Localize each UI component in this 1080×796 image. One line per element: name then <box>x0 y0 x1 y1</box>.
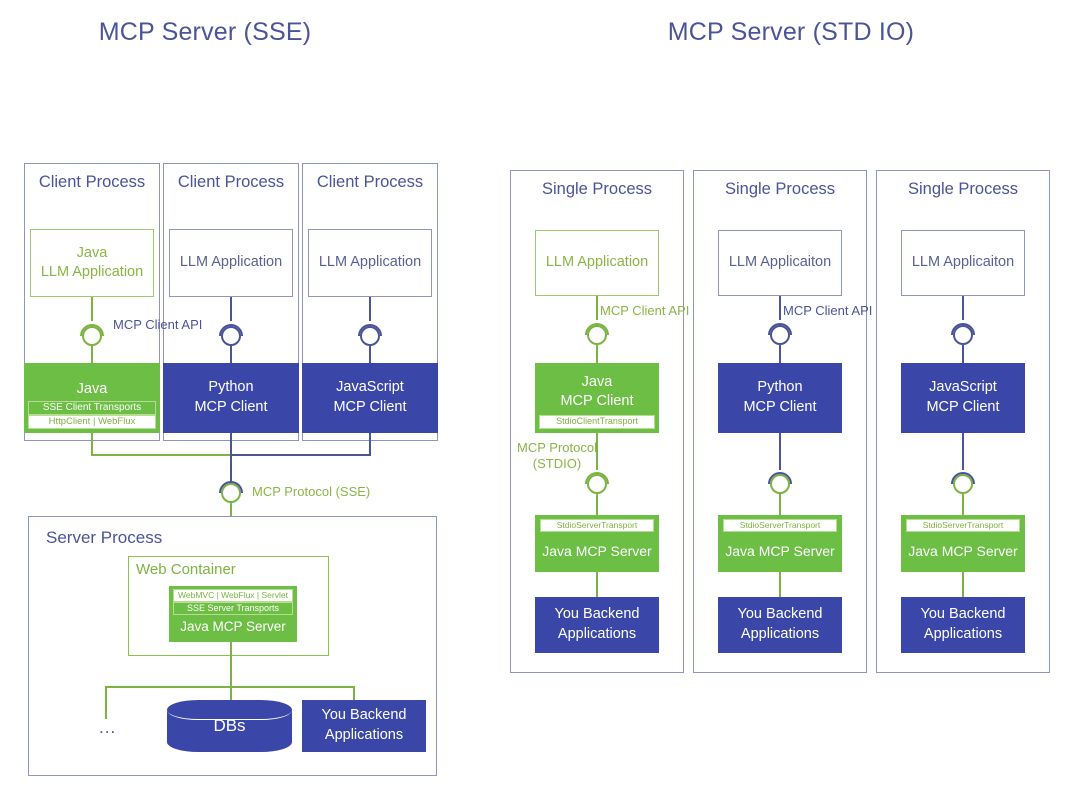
right-c1-mcp-client-api-label: MCP Client API <box>600 303 690 318</box>
left-mcp-protocol-label: MCP Protocol (SSE) <box>252 484 371 499</box>
left-java-mcp-server-title: Java MCP Server <box>180 619 286 634</box>
left-connector-line-2b <box>230 345 232 364</box>
right-c2-java-mcp-server-title: Java MCP Server <box>725 543 835 559</box>
left-client-process-3-title: Client Process <box>316 173 424 191</box>
right-c3-line-a <box>962 296 964 320</box>
left-mcp-client-2-title: Python MCP Client <box>194 379 268 415</box>
right-c1-mcp-client: Java MCP Client StdioClientTransport <box>535 363 659 433</box>
left-mcp-client-3: JavaScript MCP Client <box>302 363 438 433</box>
right-c3-backend-applications: You Backend Applications <box>901 597 1025 653</box>
left-downstream-drop-backend <box>353 686 355 700</box>
left-connector-line-2a <box>230 297 232 321</box>
left-backend-applications: You Backend Applications <box>302 700 426 752</box>
right-c2-mcp-client-title: Python MCP Client <box>743 379 817 415</box>
left-protocol-trunk <box>230 454 232 481</box>
left-java-mcp-server-box: WebMVC | WebFlux | Servlet SSE Server Tr… <box>169 586 297 642</box>
right-c1-mcp-client-title: Java MCP Client <box>560 373 634 409</box>
right-llm-application-2: LLM Applicaiton <box>718 230 842 296</box>
right-c3-server-strip-0: StdioServerTransport <box>906 519 1020 532</box>
right-c1-java-mcp-server: StdioServerTransport Java MCP Server <box>535 515 659 572</box>
left-downstream-drop-db <box>230 686 232 700</box>
left-connector-line-1a <box>91 297 93 321</box>
left-ellipsis: ... <box>99 718 117 737</box>
right-c3-line-b <box>962 344 964 363</box>
right-c1-server-strip-0: StdioServerTransport <box>540 519 654 532</box>
right-c2-backend-applications: You Backend Applications <box>718 597 842 653</box>
right-llm-application-1: LLM Application <box>535 230 659 296</box>
left-java-mcp-server-strip-1: SSE Server Transports <box>173 602 293 615</box>
left-bus-drop-1 <box>91 433 93 456</box>
right-c1-backend-applications: You Backend Applications <box>535 597 659 653</box>
left-mcp-client-1: Java MCP Client SSE Client Transports Ht… <box>24 363 160 433</box>
left-database-label: DBs <box>213 716 246 735</box>
left-mcp-client-2: Python MCP Client <box>163 363 299 433</box>
left-mcp-client-1-strip-0: SSE Client Transports <box>28 401 156 415</box>
right-c3-java-mcp-server: StdioServerTransport Java MCP Server <box>901 515 1025 572</box>
left-bus-horizontal-blue <box>230 454 371 456</box>
right-c3-java-mcp-server-title: Java MCP Server <box>908 543 1018 559</box>
right-c1-protocol-line-b <box>596 493 598 516</box>
right-c2-line-b <box>779 344 781 363</box>
right-c2-server-strip-0: StdioServerTransport <box>723 519 837 532</box>
right-single-process-3-title: Single Process <box>907 180 1019 198</box>
left-mcp-client-1-strip-1: HttpClient | WebFlux <box>28 415 156 429</box>
right-c1-protocol-label: MCP Protocol (STDIO) <box>517 440 597 472</box>
right-c2-mcp-client-api-label: MCP Client API <box>783 303 873 318</box>
right-c1-java-mcp-server-title: Java MCP Server <box>542 543 652 559</box>
left-downstream-trunk <box>230 642 232 688</box>
right-c1-mcp-client-strip-0: StdioClientTransport <box>539 415 655 429</box>
right-c2-protocol-line-b <box>779 493 781 516</box>
right-single-process-2-title: Single Process <box>724 180 836 198</box>
left-llm-application-3: LLM Application <box>308 229 432 297</box>
right-c1-line-a <box>596 296 598 320</box>
left-connector-line-3b <box>369 345 371 364</box>
right-single-process-1-title: Single Process <box>541 180 653 198</box>
cylinder-top <box>167 700 292 720</box>
right-c2-backend-line <box>779 572 781 597</box>
right-c3-mcp-client: JavaScript MCP Client <box>901 363 1025 433</box>
left-mcp-client-api-label: MCP Client API <box>113 317 203 332</box>
left-java-mcp-server-strip-0: WebMVC | WebFlux | Servlet <box>173 589 293 602</box>
left-client-process-1-title: Client Process <box>38 173 146 191</box>
left-diagram-title: MCP Server (SSE) <box>98 18 312 46</box>
right-c2-line-a <box>779 296 781 320</box>
left-connector-line-3a <box>369 297 371 321</box>
left-database-cylinder: DBs <box>167 700 292 752</box>
left-server-process-title: Server Process <box>46 528 163 547</box>
right-c1-line-b <box>596 344 598 363</box>
right-c2-mcp-client: Python MCP Client <box>718 363 842 433</box>
left-downstream-bus <box>105 686 354 688</box>
left-bus-drop-3 <box>369 433 371 456</box>
right-diagram-title: MCP Server (STD IO) <box>667 18 915 46</box>
right-c3-backend-line <box>962 572 964 597</box>
left-client-process-2-title: Client Process <box>177 173 285 191</box>
right-llm-application-3: LLM Applicaiton <box>901 230 1025 296</box>
left-llm-application-1: Java LLM Application <box>30 229 154 297</box>
right-c3-protocol-line-a <box>962 433 964 470</box>
right-c3-mcp-client-title: JavaScript MCP Client <box>926 379 1000 415</box>
right-c1-protocol-line-a <box>596 433 598 470</box>
left-mcp-client-3-title: JavaScript MCP Client <box>333 379 407 415</box>
right-c2-java-mcp-server: StdioServerTransport Java MCP Server <box>718 515 842 572</box>
right-c1-backend-line <box>596 572 598 597</box>
right-c2-protocol-line-a <box>779 433 781 470</box>
left-bus-horizontal-green <box>91 454 231 456</box>
right-c3-protocol-line-b <box>962 493 964 516</box>
left-connector-line-1b <box>91 345 93 364</box>
left-llm-application-2: LLM Application <box>169 229 293 297</box>
left-downstream-drop-ellipsis <box>105 686 107 719</box>
left-web-container-title: Web Container <box>136 561 236 578</box>
